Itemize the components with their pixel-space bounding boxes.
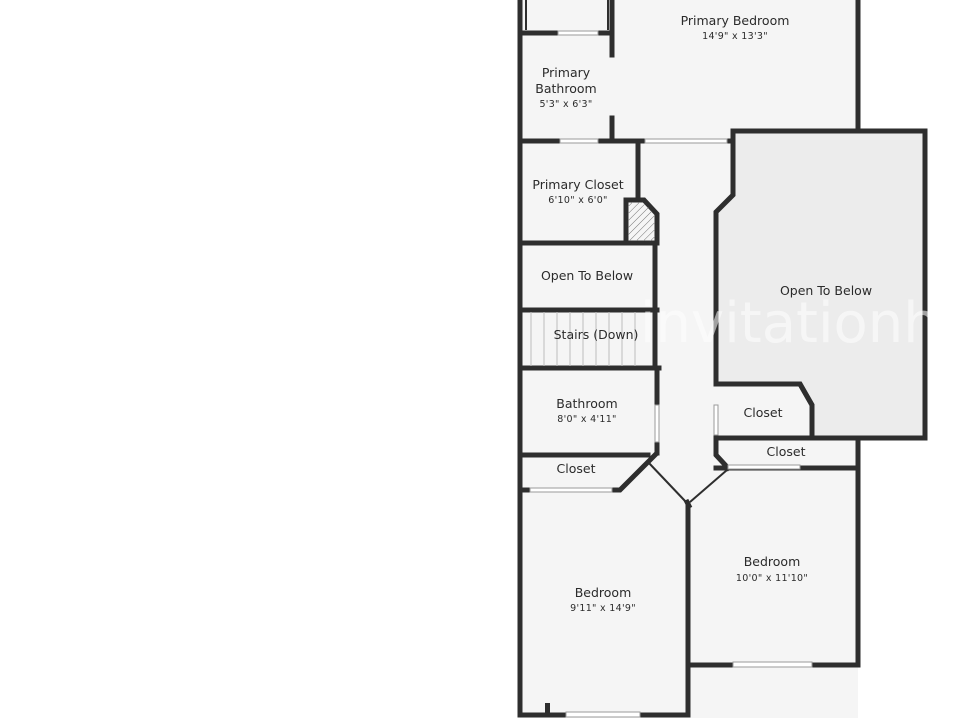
openings	[529, 30, 813, 718]
primary-bedroom-name: Primary Bedroom	[681, 13, 790, 28]
wall-stub	[545, 703, 550, 715]
watermark-text: invitationho	[640, 291, 953, 356]
closet-hall-right-name: Closet	[767, 444, 806, 459]
room-labels: Primary Bedroom 14'9" x 13'3" Primary Ba…	[532, 13, 872, 614]
primary-bedroom-dims: 14'9" x 13'3"	[702, 31, 768, 42]
primary-closet-name: Primary Closet	[532, 177, 623, 192]
chase-hatch	[628, 202, 655, 241]
bathroom-dims: 8'0" x 4'11"	[557, 414, 616, 425]
primary-bathroom-name-2: Bathroom	[535, 81, 596, 96]
bedroom-left-name: Bedroom	[575, 585, 632, 600]
bathroom-name: Bathroom	[556, 396, 617, 411]
thin-walls	[525, 0, 728, 503]
bedroom-right-dims: 10'0" x 11'10"	[736, 573, 808, 584]
open-to-below-large-name: Open To Below	[780, 283, 872, 298]
closet-right-wall	[716, 381, 815, 438]
bedroom-right-name: Bedroom	[744, 554, 801, 569]
stairs	[530, 312, 636, 366]
closet-right-name: Closet	[744, 405, 783, 420]
primary-bathroom-name-1: Primary	[542, 65, 591, 80]
closet-left-name: Closet	[557, 461, 596, 476]
walls	[517, 0, 861, 718]
stairs-name: Stairs (Down)	[554, 327, 639, 342]
bedroom-left-dims: 9'11" x 14'9"	[570, 603, 636, 614]
hall-post	[683, 498, 693, 510]
primary-closet-dims: 6'10" x 6'0"	[548, 195, 607, 206]
open-to-below-small-name: Open To Below	[541, 268, 633, 283]
primary-bathroom-dims: 5'3" x 6'3"	[539, 99, 592, 110]
